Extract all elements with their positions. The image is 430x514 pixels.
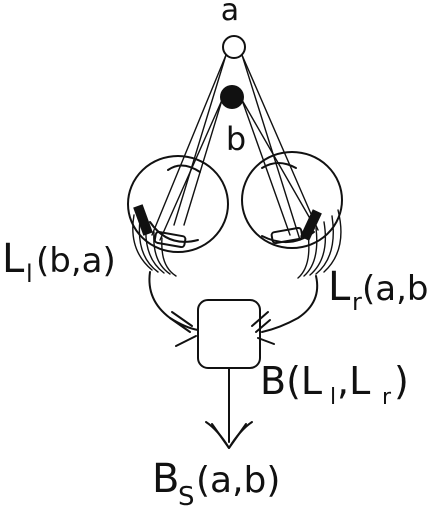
label-output-main: B (152, 456, 179, 502)
label-right-eye-main: L (328, 264, 351, 310)
label-left-eye-main: L (2, 236, 25, 282)
label-right-eye-sub: r (352, 288, 362, 316)
label-brain-sub-r: r (382, 385, 392, 410)
label-left-eye-sub: l (26, 260, 33, 288)
output-arrow (206, 368, 252, 448)
left-eye (128, 156, 228, 276)
label-point-a: a (221, 0, 239, 28)
point-b-dot (220, 85, 244, 109)
label-left-eye: L l (b,a) (2, 236, 116, 288)
label-brain-close: ) (394, 359, 409, 403)
brain-box (198, 300, 260, 368)
label-output-sub: S (178, 482, 195, 512)
label-brain: B(L l ,L r ) (260, 359, 409, 410)
label-brain-main: B(L (260, 359, 322, 403)
label-output: B S (a,b) (152, 456, 280, 512)
optic-nerves (149, 272, 317, 346)
label-right-eye-args: (a,b) (362, 269, 430, 309)
label-right-eye: L r (a,b) (328, 264, 430, 316)
label-brain-sub-l: l (330, 385, 336, 410)
label-output-args: (a,b) (196, 460, 280, 501)
label-left-eye-args: (b,a) (36, 241, 116, 281)
label-brain-comma: ,L (337, 359, 370, 403)
label-point-b: b (226, 120, 246, 158)
